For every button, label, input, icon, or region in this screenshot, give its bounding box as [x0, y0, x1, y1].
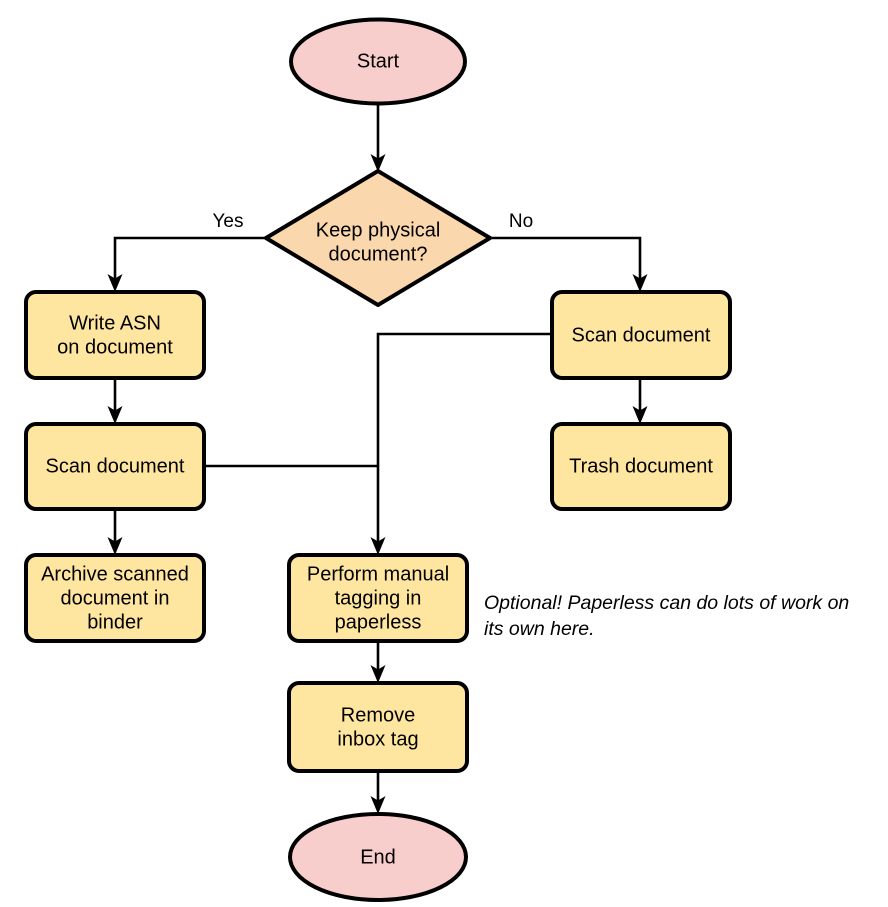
node-write-asn-on-document[interactable]: Write ASN on document — [24, 290, 206, 380]
annotation-optional-paperless: Optional! Paperless can do lots of work … — [484, 592, 849, 640]
node-label-start: Start — [357, 50, 400, 72]
write-asn-box[interactable] — [24, 290, 206, 380]
edge-arrowhead — [107, 406, 123, 424]
node-label-write-asn-line2: on document — [57, 336, 173, 358]
edge-arrowhead — [370, 537, 386, 555]
edge-arrowhead — [370, 154, 386, 172]
edge-decision-to-write-asn: Yes — [107, 211, 266, 292]
decision-diamond[interactable] — [264, 169, 492, 307]
node-start[interactable]: Start — [289, 17, 467, 106]
node-label-end: End — [360, 846, 396, 868]
edge-manual-tag-to-remove-inbox — [370, 641, 386, 683]
node-label-trash-document: Trash document — [569, 455, 713, 477]
node-label-decision-line2: document? — [329, 243, 428, 265]
trash-document-box[interactable] — [550, 422, 732, 511]
manual-tagging-box[interactable] — [287, 553, 469, 643]
start-ellipse[interactable] — [289, 17, 467, 106]
node-remove-inbox-tag[interactable]: Remove inbox tag — [287, 681, 469, 773]
node-label-archive-line2: document in — [61, 587, 170, 609]
edge-write-asn-to-scan-left — [107, 378, 123, 424]
edge-start-to-decision — [370, 105, 386, 172]
annotation-line-1: Optional! Paperless can do lots of work … — [484, 592, 849, 614]
node-trash-document[interactable]: Trash document — [550, 422, 732, 511]
archive-box[interactable] — [24, 553, 206, 643]
annotation-line-2: its own here. — [484, 618, 595, 640]
edge-arrowhead — [370, 796, 386, 814]
edge-arrowhead — [370, 665, 386, 683]
remove-inbox-tag-box[interactable] — [287, 681, 469, 773]
edge-arrowhead — [107, 537, 123, 555]
end-ellipse[interactable] — [288, 812, 468, 902]
node-scan-document-left[interactable]: Scan document — [24, 422, 206, 511]
node-decision-keep-physical-document[interactable]: Keep physical document? — [264, 169, 492, 307]
edge-arrowhead — [632, 406, 648, 424]
edge-decision-to-scan-right: No — [490, 211, 648, 292]
node-label-write-asn-line1: Write ASN — [69, 312, 161, 334]
scan-document-right-box[interactable] — [550, 290, 732, 380]
node-archive-scanned-document-in-binder[interactable]: Archive scanned document in binder — [24, 553, 206, 643]
node-label-scan-document-left: Scan document — [46, 455, 185, 477]
node-label-archive-line3: binder — [87, 611, 143, 633]
node-label-remove-inbox-line2: inbox tag — [337, 728, 418, 750]
node-label-decision-line1: Keep physical — [316, 219, 441, 241]
node-label-scan-document-right: Scan document — [572, 324, 711, 346]
edge-scan-right-to-trash — [632, 378, 648, 424]
edge-arrowhead — [632, 274, 648, 292]
edge-scan-left-to-archive — [107, 509, 123, 555]
node-label-manual-tag-line1: Perform manual — [307, 563, 449, 585]
node-label-manual-tag-line3: paperless — [335, 611, 422, 633]
edge-arrowhead — [107, 274, 123, 292]
node-label-manual-tag-line2: tagging in — [335, 587, 422, 609]
node-label-archive-line1: Archive scanned — [41, 563, 189, 585]
scan-document-left-box[interactable] — [24, 422, 206, 511]
node-scan-document-right[interactable]: Scan document — [550, 290, 732, 380]
edge-line — [376, 332, 552, 543]
edge-scan-right-to-manual-tag — [370, 332, 552, 555]
edge-label-yes: Yes — [213, 211, 244, 232]
edge-label-no: No — [509, 211, 533, 232]
node-label-remove-inbox-line1: Remove — [341, 704, 415, 726]
edge-remove-inbox-to-end — [370, 771, 386, 814]
edge-line — [490, 236, 642, 280]
edge-line — [113, 236, 266, 280]
node-perform-manual-tagging-in-paperless[interactable]: Perform manual tagging in paperless — [287, 553, 469, 643]
node-end[interactable]: End — [288, 812, 468, 902]
